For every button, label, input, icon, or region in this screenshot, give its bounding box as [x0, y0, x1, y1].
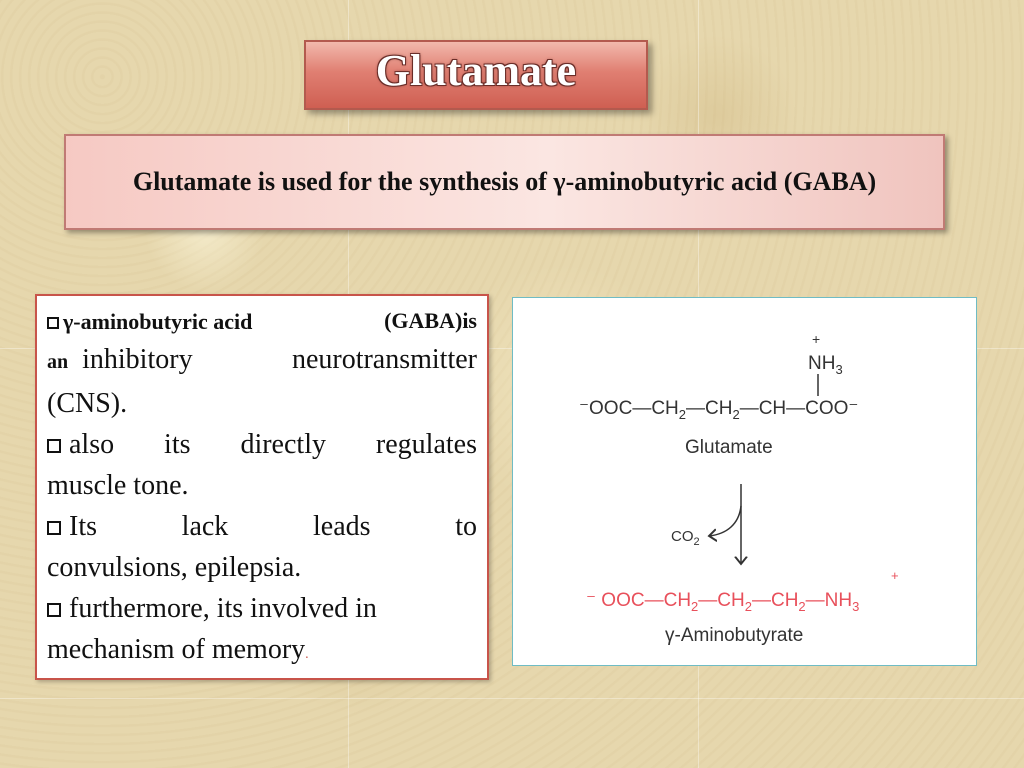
bullet-1-line-3: (CNS).: [47, 388, 128, 419]
gaba-formula: ⁻ OOC—CH2—CH2—CH2—NH3: [586, 590, 859, 614]
bullet-1-word: inhibitory: [82, 344, 193, 375]
reaction-figure: + NH3 ⁻OOC—CH2—CH2—CH—COO⁻ Glutamate CO2…: [512, 297, 977, 666]
bullet-1-bold-term: γ-aminobutyric acid: [63, 309, 253, 334]
bullet-1-word: neurotransmitter: [291, 344, 477, 375]
bullet-list-panel: γ-aminobutyric acid (GABA)is an inhibito…: [35, 294, 489, 680]
checkbox-bullet-icon: [47, 439, 61, 453]
checkbox-bullet-icon: [47, 317, 59, 329]
background-gridline: [0, 698, 1024, 699]
bullet-3-line-1: Its lack leads to: [47, 506, 477, 547]
title-banner: Glutamate: [304, 40, 648, 110]
bullet-4-line-1: furthermore, its involved in: [47, 588, 477, 629]
bullet-4-text: mechanism of memory: [47, 634, 306, 665]
bullet-2-word: its: [164, 429, 191, 460]
page-title: Glutamate: [375, 46, 577, 95]
gaba-label: γ-Aminobutyrate: [665, 625, 803, 646]
nh3-group: NH3: [808, 353, 843, 377]
bullet-3-word: leads: [312, 511, 371, 542]
bullet-4-period: .: [305, 647, 309, 662]
bullet-1-line-1: γ-aminobutyric acid (GABA)is: [47, 304, 477, 339]
bullet-3-word: to: [455, 511, 477, 542]
co2-release-arrow: [709, 505, 742, 536]
glutamate-formula: ⁻OOC—CH2—CH2—CH—COO⁻: [579, 398, 858, 422]
gaba-charge-plus: +: [891, 568, 899, 583]
bullet-2-line-1: also its directly regulates: [47, 424, 477, 465]
bullet-1-bold-gaba: (GABA)is: [384, 308, 477, 333]
bullet-3-word: Its: [69, 511, 97, 542]
bullet-3-word: lack: [181, 511, 229, 542]
bullet-4-line-2: mechanism of memory.: [47, 629, 477, 675]
glutamate-label: Glutamate: [685, 437, 773, 458]
bullet-1-line-2: an inhibitory neurotransmitter: [47, 339, 477, 383]
bullet-1-bold-an: an: [47, 351, 69, 373]
bullet-4-text: furthermore, its involved in: [69, 593, 377, 624]
charge-plus: +: [812, 331, 820, 347]
bullet-2-word: regulates: [375, 429, 477, 460]
bullet-2-word: directly: [240, 429, 326, 460]
subtitle-banner: Glutamate is used for the synthesis of γ…: [64, 134, 945, 230]
bullet-2-word: also: [69, 429, 115, 460]
checkbox-bullet-icon: [47, 603, 61, 617]
bullet-2-line-2: muscle tone.: [47, 470, 189, 501]
co2-label: CO2: [671, 528, 700, 548]
subtitle-text: Glutamate is used for the synthesis of γ…: [132, 167, 877, 196]
bullet-3-line-2: convulsions, epilepsia.: [47, 552, 302, 583]
reaction-diagram: + NH3 ⁻OOC—CH2—CH2—CH—COO⁻ Glutamate CO2…: [579, 331, 899, 646]
checkbox-bullet-icon: [47, 521, 61, 535]
